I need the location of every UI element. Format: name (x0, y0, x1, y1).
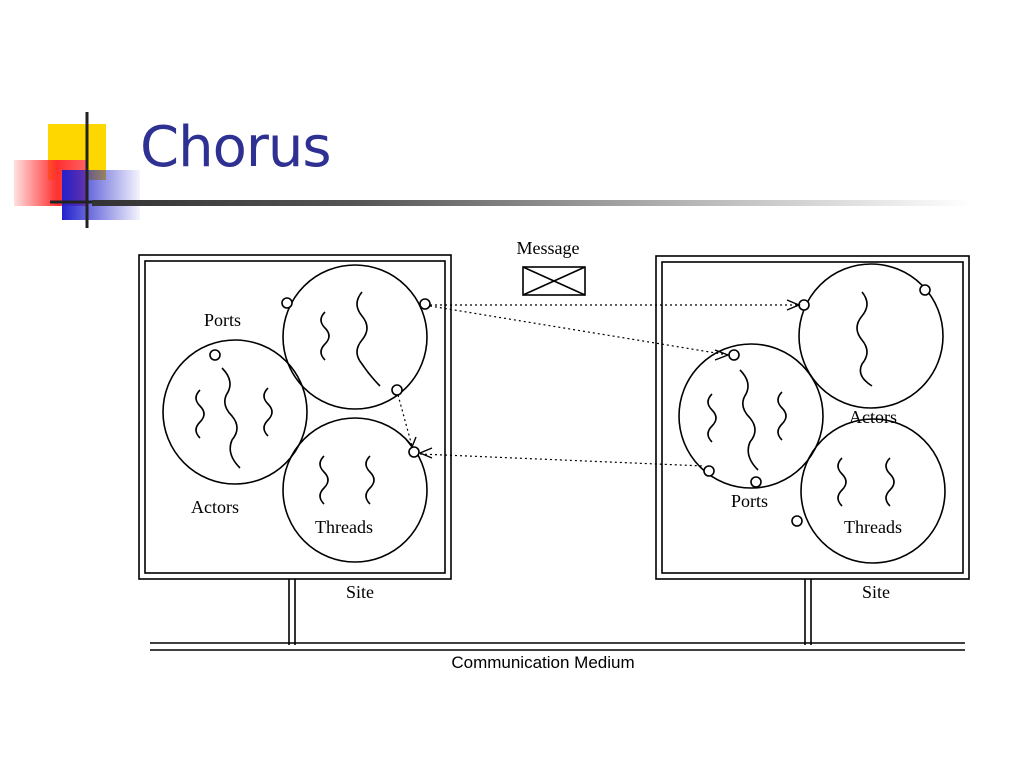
port (703, 465, 715, 477)
title-underline (92, 200, 972, 206)
right-actors-label: Actors (849, 407, 897, 427)
communication-medium-line (150, 642, 965, 651)
port (750, 476, 762, 488)
right-ports-label: Ports (731, 491, 768, 511)
left-ports-label: Ports (204, 310, 241, 330)
message-paths (397, 304, 798, 467)
left-site-connector (288, 579, 296, 645)
port (209, 349, 221, 361)
right-actor-middle (678, 343, 824, 489)
port (408, 446, 420, 458)
port (281, 297, 293, 309)
slide-logo (14, 112, 140, 228)
port (919, 284, 931, 296)
right-actor-top (798, 263, 944, 409)
right-site-label: Site (862, 582, 890, 602)
left-site-label: Site (346, 582, 374, 602)
right-actor-threads (800, 418, 946, 564)
slide-title: Chorus (140, 115, 332, 180)
port (791, 515, 803, 527)
message-label: Message (517, 238, 580, 258)
message-envelope-icon (522, 266, 586, 296)
right-threads-label: Threads (844, 517, 902, 537)
left-actor-left (162, 339, 308, 485)
left-threads-label: Threads (315, 517, 373, 537)
port (419, 298, 431, 310)
left-actors-label: Actors (191, 497, 239, 517)
port (391, 384, 403, 396)
logo-blue-bar (62, 170, 140, 220)
left-actor-threads (282, 417, 428, 563)
port (728, 349, 740, 361)
port-circles (209, 284, 931, 527)
message-arrowheads (404, 299, 801, 459)
communication-medium-label: Communication Medium (451, 653, 634, 672)
right-site-box (655, 255, 970, 580)
right-site-connector (804, 579, 812, 645)
left-actor-top (282, 264, 428, 410)
